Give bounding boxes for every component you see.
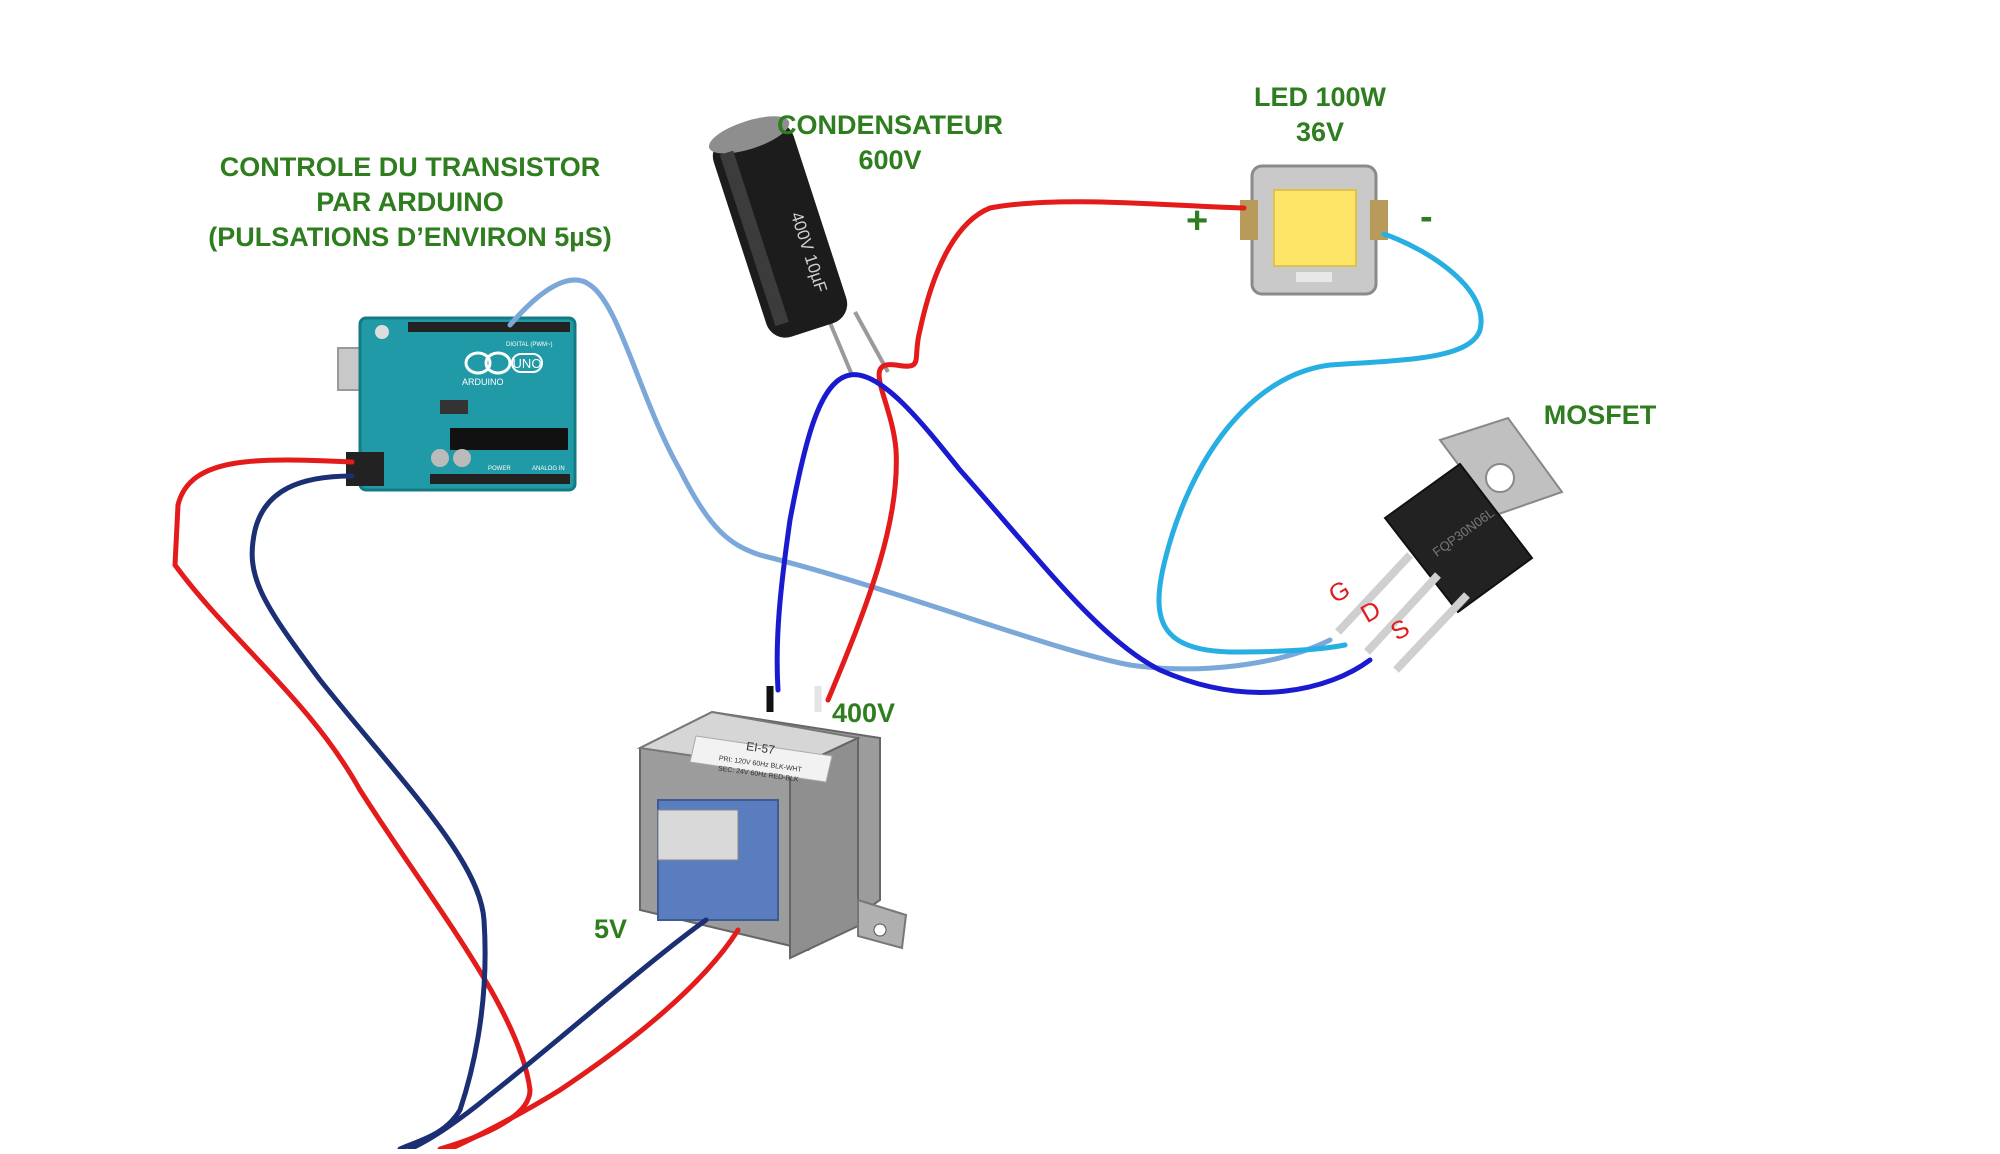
led-label-line1: LED 100W	[1253, 82, 1387, 112]
wire-darkblue-transformer-5v	[407, 917, 709, 1152]
capacitor-label-line1: CONDENSATEUR	[776, 110, 1003, 140]
wire-red-arduino-power	[172, 457, 533, 1152]
arduino-label-line3: (PULSATIONS D’ENVIRON 5µS)	[208, 222, 612, 252]
transformer-label-plate	[689, 735, 833, 783]
wire-darkblue-arduino-gnd	[249, 473, 488, 1152]
arduino-label-line1: CONTROLE DU TRANSISTOR	[219, 152, 601, 182]
transformer-model: EI-57	[745, 739, 776, 757]
arduino-brand-text: ARDUINO	[462, 377, 504, 387]
led-chip	[1273, 189, 1357, 267]
mosfet: FQP30N06L	[1335, 416, 1564, 673]
wire-blue-return	[774, 372, 1373, 695]
arduino-logo-icon	[464, 351, 492, 375]
arduino-label: CONTROLE DU TRANSISTOR PAR ARDUINO (PULS…	[150, 150, 670, 255]
transformer-400v-label: 400V	[832, 698, 896, 728]
arduino-label-line2: PAR ARDUINO	[316, 187, 504, 217]
transformer: EI-57 PRI: 120V 60Hz BLK-WHT SEC: 24V 60…	[636, 710, 908, 960]
transformer-5v-label: 5V	[594, 914, 628, 944]
microcontroller-chip	[450, 428, 568, 450]
power-jack	[346, 452, 384, 486]
arduino-uno-text: UNO	[513, 356, 542, 371]
arduino-board: UNO ARDUINO DIGITAL (PWM~) POWER ANALOG …	[337, 316, 577, 492]
led-plus-sign: +	[1186, 200, 1209, 242]
capacitor-label: CONDENSATEUR 600V	[740, 108, 1040, 178]
arduino-power-text: POWER	[488, 466, 511, 472]
led-label: LED 100W 36V	[1220, 80, 1420, 150]
wire-red-400v	[825, 199, 1247, 703]
led-module	[1240, 164, 1388, 296]
wire-red-transformer-5v	[447, 927, 741, 1152]
mosfet-label: MOSFET	[1543, 400, 1657, 430]
led-label-line2: 36V	[1295, 117, 1345, 147]
wire-cyan-drain	[1156, 231, 1484, 655]
arduino-analog-text: ANALOG IN	[532, 466, 565, 472]
led-minus-sign: -	[1420, 196, 1433, 238]
capacitor-label-line2: 600V	[858, 145, 922, 175]
arduino-digital-text: DIGITAL (PWM~)	[506, 342, 553, 348]
